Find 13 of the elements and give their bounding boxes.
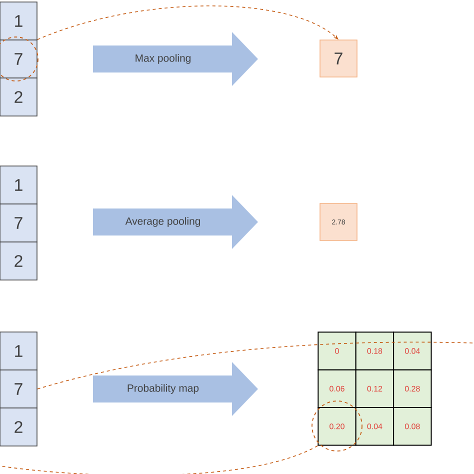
cell: 1 [0, 2, 38, 40]
dashed-curve [0, 445, 318, 474]
cell: 7 [0, 204, 38, 242]
cell: 7 [0, 370, 38, 408]
dashed-arrow [37, 6, 338, 40]
output-box: 7 [320, 40, 358, 78]
cell: 1 [0, 166, 38, 204]
cell: 1 [0, 332, 38, 370]
cell: 7 [0, 40, 38, 78]
cell: 2 [0, 408, 38, 446]
dashed-curve [37, 342, 474, 390]
cell: 2 [0, 78, 38, 116]
cell: 2 [0, 242, 38, 280]
